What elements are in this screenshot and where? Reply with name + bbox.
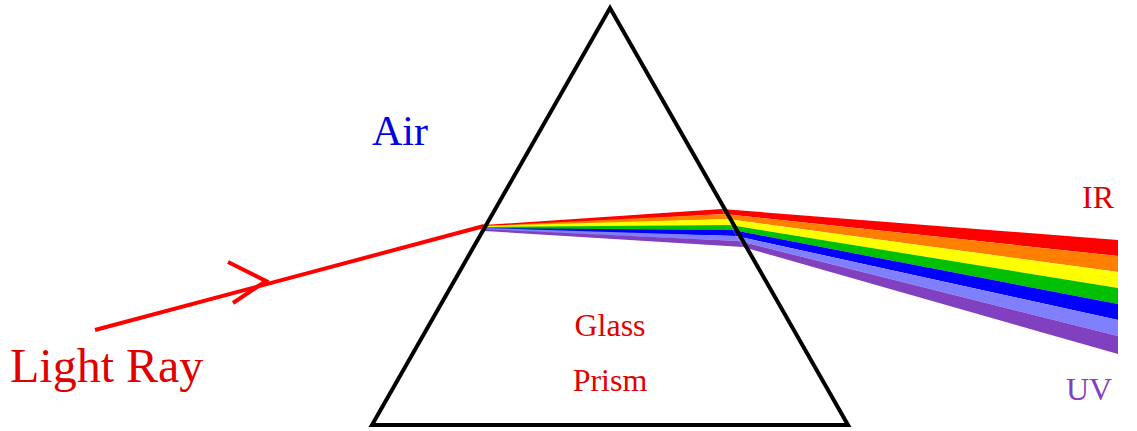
incident-ray	[95, 226, 484, 330]
prism-shape: Glass Prism	[372, 8, 848, 425]
spectrum-end-label: IR	[1082, 180, 1114, 215]
spectrum-end-label: UV	[1066, 372, 1112, 407]
medium-label: Air	[372, 108, 428, 154]
internal-spectrum	[484, 209, 743, 247]
ray-arrowhead	[228, 262, 266, 303]
ray-label: Light Ray	[10, 340, 203, 393]
prism-label: Glass Prism	[550, 298, 670, 408]
outgoing-spectrum	[722, 209, 1118, 354]
